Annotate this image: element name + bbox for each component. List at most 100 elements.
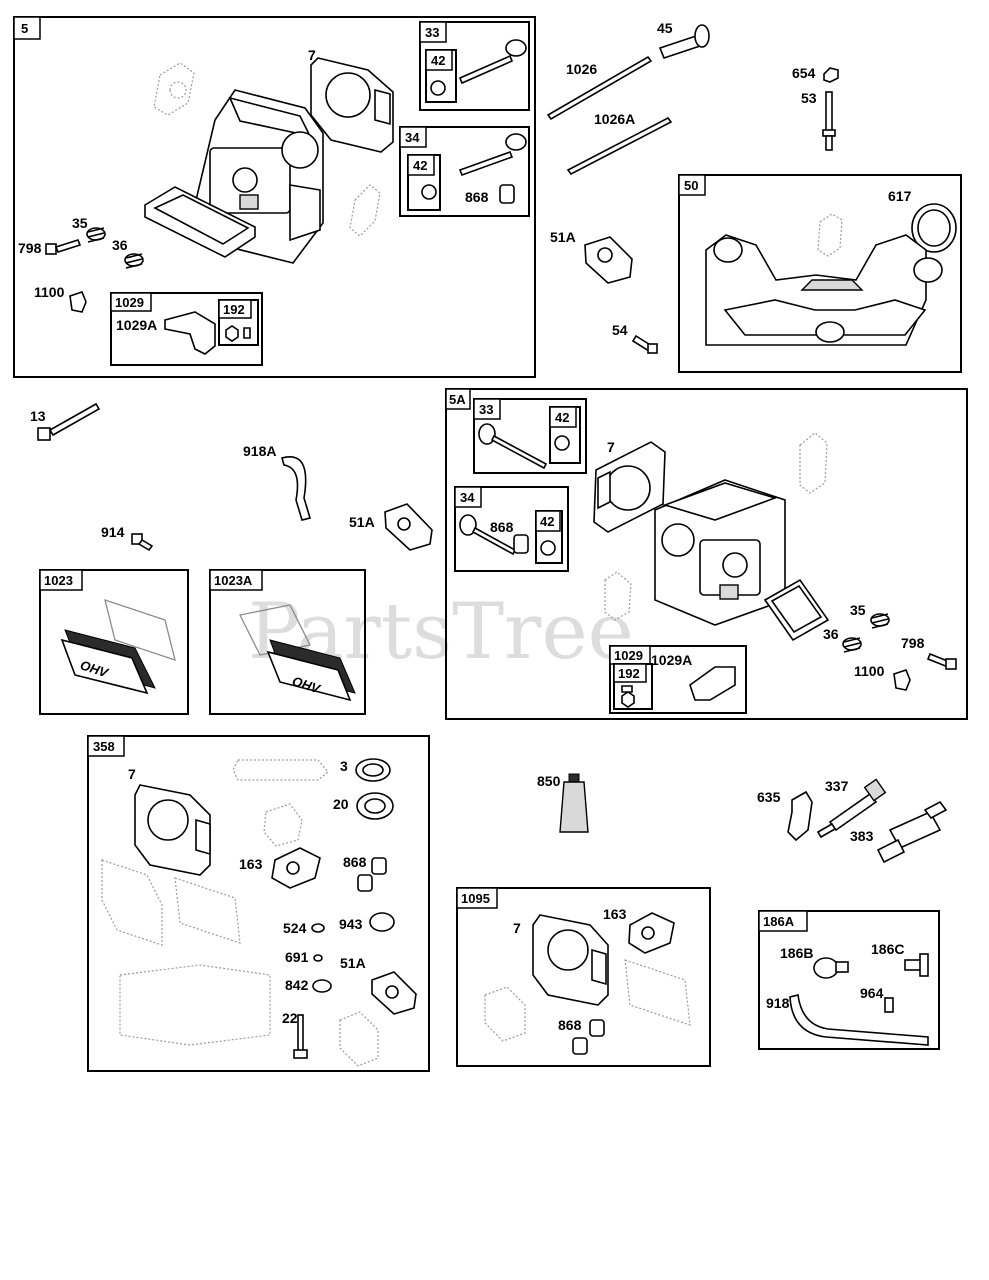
spark-plug-337 <box>816 778 887 839</box>
label-868-b: 868 <box>490 519 514 535</box>
group-358: 358 7 3 20 163 868 524 943 691 <box>87 735 430 1072</box>
group-1029: 1029 1029A 192 <box>110 292 263 366</box>
label-635: 635 <box>757 789 781 805</box>
label-54: 54 <box>612 322 628 338</box>
head-gasket <box>310 57 394 153</box>
push-rod-1026A <box>566 116 673 176</box>
label-35-b: 35 <box>850 602 866 618</box>
label-943: 943 <box>339 916 363 932</box>
label-1029A-b: 1029A <box>651 652 692 668</box>
label-186C: 186C <box>871 941 904 957</box>
spring-36-b <box>842 637 862 653</box>
group-1023-tag: 1023 <box>44 573 73 588</box>
gasket-163-b <box>628 912 675 954</box>
label-654: 654 <box>792 65 816 81</box>
gasket-163 <box>271 847 321 889</box>
label-914: 914 <box>101 524 125 540</box>
group-186A: 186A 186B 186C 964 918 <box>758 910 940 1050</box>
bolt-798 <box>45 239 82 255</box>
group-50-tag: 50 <box>684 178 698 193</box>
intake-manifold <box>705 234 943 346</box>
clip-1100 <box>69 291 87 313</box>
label-868-d: 868 <box>558 1017 582 1033</box>
seal-617 <box>911 203 957 253</box>
group-33-mid-tag: 33 <box>479 402 493 417</box>
rocker-arm <box>164 311 216 355</box>
label-918: 918 <box>766 995 790 1011</box>
label-36-b: 36 <box>823 626 839 642</box>
label-691: 691 <box>285 949 309 965</box>
spring-35 <box>86 227 106 243</box>
group-1023A-tag: 1023A <box>214 573 253 588</box>
head-gasket-d <box>532 914 609 1006</box>
label-383: 383 <box>850 828 874 844</box>
group-34-tag: 34 <box>405 130 420 145</box>
group-42-tag-b: 42 <box>413 158 427 173</box>
group-1023: 1023 OHV <box>39 569 189 715</box>
fitting-186C <box>904 953 929 977</box>
label-3: 3 <box>340 758 348 774</box>
seal-3 <box>355 758 391 782</box>
group-358-tag: 358 <box>93 739 115 754</box>
label-22: 22 <box>282 1010 298 1026</box>
label-36: 36 <box>112 237 128 253</box>
group-1029-mid-tag: 1029 <box>614 648 643 663</box>
label-1100: 1100 <box>34 284 65 300</box>
hose-918A <box>281 456 312 521</box>
label-798: 798 <box>18 240 42 256</box>
label-798-b: 798 <box>901 635 925 651</box>
group-34-mid-tag: 34 <box>460 490 475 505</box>
valve-intake <box>458 54 514 85</box>
group-33-top: 33 42 <box>419 21 530 111</box>
push-rod-1026 <box>546 55 653 121</box>
label-53: 53 <box>801 90 817 106</box>
bolt-13 <box>37 402 101 441</box>
group-192-tag: 192 <box>223 302 245 317</box>
label-868-c: 868 <box>343 854 367 870</box>
cylinder-head-b <box>654 479 786 626</box>
label-51A-b: 51A <box>349 514 375 530</box>
label-842: 842 <box>285 977 309 993</box>
label-1029A: 1029A <box>116 317 157 333</box>
gasket-51A-c <box>371 971 417 1015</box>
label-163: 163 <box>239 856 263 872</box>
label-617: 617 <box>888 188 912 204</box>
gasket-51A <box>584 236 633 284</box>
label-7-b: 7 <box>607 439 615 455</box>
label-20: 20 <box>333 796 349 812</box>
head-gasket-b <box>593 441 666 533</box>
label-524: 524 <box>283 920 307 936</box>
coil-383 <box>876 800 948 864</box>
bolt-798-b <box>926 652 957 670</box>
part-45 <box>658 24 710 59</box>
spring-35-b <box>870 613 890 629</box>
label-13: 13 <box>30 408 46 424</box>
group-1023A: 1023A OHV <box>209 569 366 715</box>
label-7-d: 7 <box>513 920 521 936</box>
bolt-22 <box>293 1014 308 1059</box>
bolt-54 <box>631 334 658 354</box>
label-7: 7 <box>308 47 316 63</box>
group-33-tag: 33 <box>425 25 439 40</box>
group-1095: 1095 7 163 868 <box>456 887 711 1067</box>
boot-635 <box>787 790 813 842</box>
group-42-tag: 42 <box>431 53 445 68</box>
group-5-tag: 5 <box>21 21 28 36</box>
label-1026: 1026 <box>566 61 597 77</box>
valve-exhaust <box>458 150 514 177</box>
group-5A-tag: 5A <box>449 392 466 407</box>
group-186A-tag: 186A <box>763 914 795 929</box>
screw-914 <box>131 533 154 552</box>
hose-918 <box>789 994 929 1046</box>
label-868: 868 <box>465 189 489 205</box>
group-5A: 5A 33 42 34 868 42 7 <box>445 388 968 720</box>
label-51A: 51A <box>550 229 576 245</box>
label-163-b: 163 <box>603 906 627 922</box>
label-918A: 918A <box>243 443 276 459</box>
group-42-c-tag: 42 <box>555 410 569 425</box>
label-964: 964 <box>860 985 884 1001</box>
group-34-top: 34 42 868 <box>399 126 530 217</box>
group-1029-tag: 1029 <box>115 295 144 310</box>
label-337: 337 <box>825 778 849 794</box>
